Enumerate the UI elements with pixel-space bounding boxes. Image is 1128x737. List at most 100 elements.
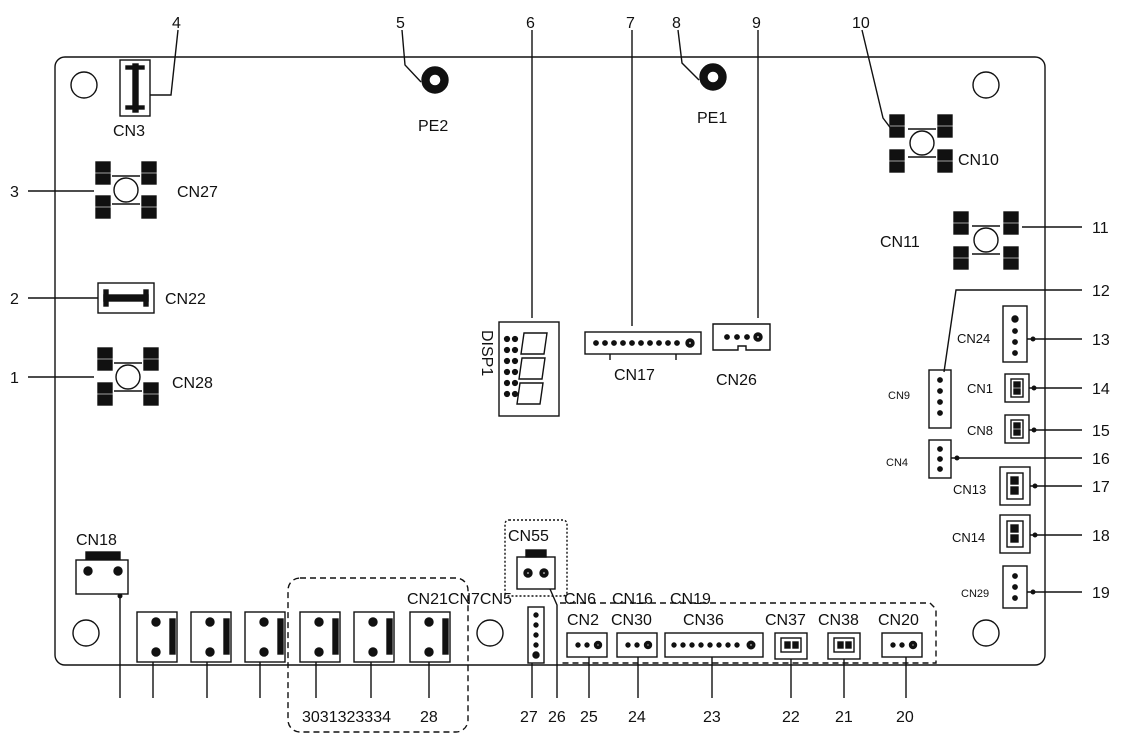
callout-24: 24 <box>628 709 646 726</box>
label-cn38: CN38 <box>818 612 859 629</box>
label-cn21-cn7-cn5: CN21CN7CN5 <box>407 591 512 608</box>
connector-cn30 <box>616 632 658 698</box>
connector-cn3 <box>119 29 179 117</box>
callout-23: 23 <box>703 709 721 726</box>
connector-cn38 <box>827 632 861 698</box>
connector-cn24 <box>1002 305 1082 363</box>
label-cn20: CN20 <box>878 612 919 629</box>
label-cn24: CN24 <box>957 331 990 346</box>
label-cn17: CN17 <box>614 367 655 384</box>
terminal-pe1 <box>677 29 727 91</box>
connector-cn9 <box>928 289 1082 429</box>
callout-27: 27 <box>520 709 538 726</box>
label-cn2: CN2 <box>567 612 599 629</box>
callout-2: 2 <box>10 291 19 308</box>
mount-hole-tl <box>70 71 98 99</box>
callout-25: 25 <box>580 709 598 726</box>
callout-6: 6 <box>526 15 535 32</box>
connector-cn18 <box>75 551 129 698</box>
switch-4 <box>299 611 341 698</box>
label-cn1: CN1 <box>967 381 993 396</box>
label-cn22: CN22 <box>165 291 206 308</box>
dashed-group-switches <box>287 577 469 733</box>
switch-3 <box>244 611 286 698</box>
switch-6 <box>409 611 451 698</box>
label-cn19: CN19 <box>670 591 711 608</box>
callout-22: 22 <box>782 709 800 726</box>
label-disp1: DISP1 <box>478 330 495 376</box>
relay-cn11 <box>953 211 1082 270</box>
mount-hole-br <box>972 619 1000 647</box>
callout-12: 12 <box>1092 283 1110 300</box>
board-outline <box>54 56 1046 666</box>
callout-20: 20 <box>896 709 914 726</box>
callout-5: 5 <box>396 15 405 32</box>
connector-cn36 <box>664 632 764 698</box>
connector-cn26 <box>712 30 771 351</box>
label-cn28: CN28 <box>172 375 213 392</box>
label-cn4: CN4 <box>886 457 908 469</box>
switch-2 <box>190 611 232 698</box>
label-cn8: CN8 <box>967 423 993 438</box>
dashed-group-bottom <box>560 602 937 664</box>
connector-cn8 <box>1004 414 1082 444</box>
callout-21: 21 <box>835 709 853 726</box>
callout-17: 17 <box>1092 479 1110 496</box>
callout-28: 28 <box>420 709 438 726</box>
switch-1 <box>136 611 178 698</box>
callout-26: 26 <box>548 709 566 726</box>
connector-cn55 <box>516 549 558 698</box>
mount-hole-tr <box>972 71 1000 99</box>
relay-cn28 <box>28 347 159 406</box>
label-cn26: CN26 <box>716 372 757 389</box>
callout-4: 4 <box>172 15 181 32</box>
callout-9: 9 <box>752 15 761 32</box>
label-pe1: PE1 <box>697 110 727 127</box>
callout-16: 16 <box>1092 451 1110 468</box>
connector-cn13 <box>999 466 1082 506</box>
label-cn16: CN16 <box>612 591 653 608</box>
label-cn14: CN14 <box>952 530 985 545</box>
connector-cn14 <box>999 514 1082 554</box>
relay-cn10 <box>861 29 953 173</box>
label-cn37: CN37 <box>765 612 806 629</box>
callout-11: 11 <box>1092 220 1109 237</box>
label-cn27: CN27 <box>177 184 218 201</box>
callout-8: 8 <box>672 15 681 32</box>
callout-13: 13 <box>1092 332 1110 349</box>
connector-cn20 <box>881 632 923 698</box>
callout-bottom-overlap: 3031323334 <box>302 709 391 726</box>
mount-hole-bm <box>476 619 504 647</box>
label-cn29: CN29 <box>961 588 989 600</box>
dashed-group-cn55 <box>504 519 568 597</box>
callout-15: 15 <box>1092 423 1110 440</box>
callout-10: 10 <box>852 15 870 32</box>
callout-19: 19 <box>1092 585 1110 602</box>
display-disp1 <box>498 30 560 417</box>
label-pe2: PE2 <box>418 118 448 135</box>
connector-cn17 <box>584 30 702 360</box>
label-cn3: CN3 <box>113 123 145 140</box>
label-cn55: CN55 <box>508 528 549 545</box>
switch-5 <box>353 611 395 698</box>
label-cn13: CN13 <box>953 482 986 497</box>
relay-cn27 <box>28 161 157 219</box>
connector-cn37 <box>774 632 808 698</box>
label-cn10: CN10 <box>958 152 999 169</box>
callout-1: 1 <box>10 370 19 387</box>
connector-cn1 <box>1004 373 1082 403</box>
label-cn30: CN30 <box>611 612 652 629</box>
connector-cn2 <box>566 632 608 698</box>
mount-hole-bl <box>72 619 100 647</box>
label-cn36: CN36 <box>683 612 724 629</box>
connector-cn22 <box>28 282 155 314</box>
connector-cn29 <box>1002 565 1082 609</box>
terminal-pe2 <box>401 29 449 94</box>
callout-3: 3 <box>10 184 19 201</box>
label-cn9: CN9 <box>888 390 910 402</box>
label-cn6: CN6 <box>564 591 596 608</box>
label-cn11: CN11 <box>880 234 920 251</box>
callout-14: 14 <box>1092 381 1110 398</box>
connector-cn5 <box>527 606 545 698</box>
